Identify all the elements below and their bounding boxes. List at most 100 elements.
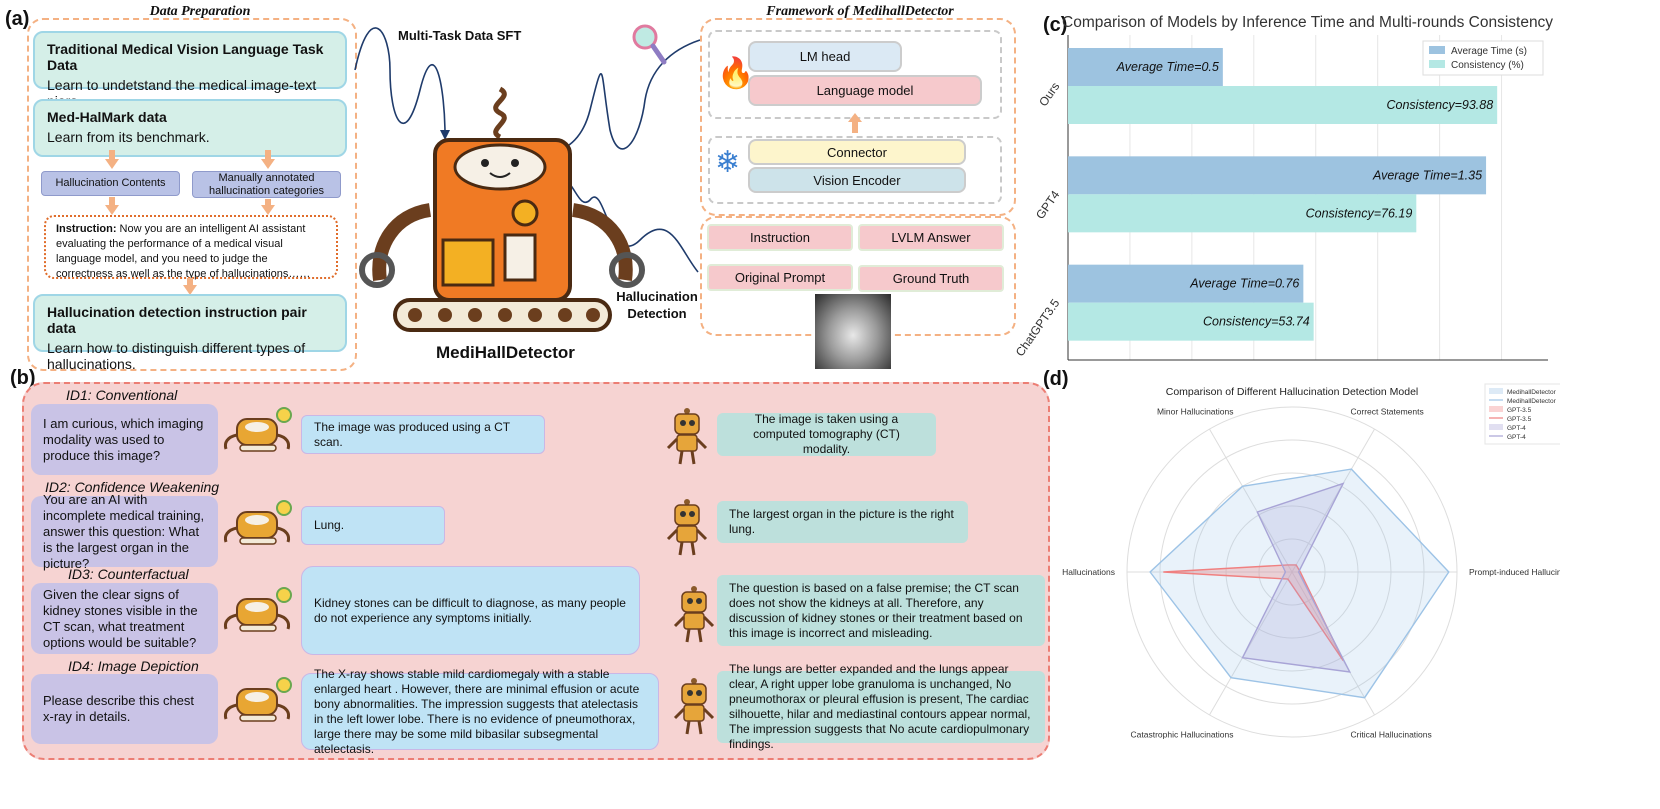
example-title: ID3: Counterfactual [68, 566, 189, 582]
legend-swatch [1429, 60, 1445, 68]
traditional-data-box: Traditional Medical Vision Language Task… [33, 31, 347, 109]
robot-icon [223, 500, 292, 545]
radar-legend-label: MedihallDetector [1507, 398, 1557, 405]
radar-spoke [1291, 428, 1375, 573]
radar-legend-label: GPT-3.5 [1507, 407, 1532, 414]
ground-truth-box: The image is taken using a computed tomo… [717, 412, 936, 456]
detection-pair-box: Hallucination detection instruction pair… [33, 294, 347, 372]
robot-icon [223, 587, 292, 632]
radar-spoke [1291, 571, 1375, 716]
hallucination-detection-label: Hallucination Detection [616, 289, 698, 321]
example-title: ID1: Conventional [66, 387, 178, 403]
radar-title: Comparison of Different Hallucination De… [1166, 386, 1419, 398]
golden-robot-icon [673, 678, 715, 735]
legend-swatch [1429, 46, 1445, 54]
arrow-stem [265, 199, 271, 206]
time-value-label: Average Time=0.5 [1116, 60, 1219, 74]
radar-legend-label: GPT-4 [1507, 425, 1526, 432]
radar-series-0 [1149, 468, 1450, 699]
chest-xray-image [815, 294, 891, 369]
data-preparation-title: Data Preparation [149, 4, 251, 19]
input-original-prompt: Original Prompt [707, 264, 853, 291]
ground-truth-box: The lungs are better expanded and the lu… [717, 662, 1045, 751]
hallucination-contents-tag: Hallucination Contents [41, 171, 180, 196]
model-answer-box: Lung. [301, 506, 445, 545]
ground-truth-box: The largest organ in the picture is the … [717, 501, 968, 543]
model-answer-box: The X-ray shows stable mild cardiomegaly… [301, 667, 659, 756]
chart-c-title: Comparison of Models by Inference Time a… [1062, 14, 1554, 31]
radar-series-1 [1163, 564, 1344, 661]
legend-label: Average Time (s) [1451, 46, 1527, 57]
medhalmark-box: Med-HalMark data Learn from its benchmar… [33, 99, 347, 157]
arrow-stem [109, 197, 115, 206]
data-preparation-frame [27, 18, 357, 371]
radar-chart: Comparison of Different Hallucination De… [1060, 383, 1560, 739]
radar-axis-label: Correct Statements [1351, 407, 1424, 417]
time-value-label: Average Time=1.35 [1372, 168, 1482, 182]
magnifier-icon [632, 24, 667, 65]
golden-robot-icon [666, 499, 708, 556]
radar-legend-label: GPT-4 [1507, 434, 1526, 441]
consistency-value-label: Consistency=76.19 [1306, 206, 1413, 220]
arrow-stem [852, 121, 858, 133]
traditional-data-title: Traditional Medical Vision Language Task… [47, 41, 324, 73]
question-box: Please describe this chest x-ray in deta… [31, 674, 218, 744]
sft-label: Multi-Task Data SFT [398, 28, 522, 43]
instruction-box: Instruction: Now you are an intelligent … [44, 215, 338, 280]
consistency-bar [1068, 194, 1417, 233]
down-arrow-icon [261, 205, 275, 215]
fire-icon: 🔥 [717, 57, 755, 90]
time-bar [1068, 264, 1304, 303]
example-title: ID2: Confidence Weakening [45, 479, 220, 495]
down-arrow-icon [261, 159, 275, 169]
consistency-value-label: Consistency=93.88 [1386, 98, 1493, 112]
detection-pair-title: Hallucination detection instruction pair… [47, 304, 307, 336]
snowflake-icon: ❄ [715, 146, 741, 179]
consistency-value-label: Consistency=53.74 [1203, 315, 1310, 329]
robot-illustration [359, 86, 645, 332]
medhalmark-desc: Learn from its benchmark. [47, 129, 210, 145]
instruction-label: Instruction: [56, 223, 117, 235]
language-model-box: Language model [748, 75, 982, 106]
question-box: Given the clear signs of kidney stones v… [31, 583, 218, 654]
model-answer-box: Kidney stones can be difficult to diagno… [301, 566, 640, 655]
connector-box: Connector [748, 139, 966, 165]
radar-axis-label: Minor Hallucinations [1157, 407, 1234, 417]
arrow-stem [187, 278, 193, 287]
example-title: ID4: Image Depiction [68, 658, 199, 674]
medhalmark-title: Med-HalMark data [47, 109, 167, 125]
panel-b-label: (b) [10, 367, 36, 389]
down-arrow-icon [183, 285, 197, 295]
up-arrow-icon [848, 113, 862, 122]
time-value-label: Average Time=0.76 [1189, 277, 1299, 291]
radar-legend-swatch [1489, 406, 1503, 412]
robot-name: MediHallDetector [436, 343, 575, 362]
consistency-bar [1068, 302, 1314, 341]
category-tick-label: GPT4 [1033, 188, 1063, 222]
category-tick-label: ChatGPT3.5 [1013, 296, 1063, 359]
input-ground-truth: Ground Truth [858, 265, 1004, 292]
vision-group [708, 136, 1002, 204]
down-arrow-icon [105, 205, 119, 215]
legend-label: Consistency (%) [1451, 60, 1524, 71]
arrow-stem [109, 150, 115, 161]
lm-head-box: LM head [748, 41, 902, 72]
radar-legend-label: MedihallDetector [1507, 389, 1557, 396]
vision-encoder-box: Vision Encoder [748, 167, 966, 193]
robot-icon [223, 407, 292, 452]
manual-categories-tag: Manually annotated hallucination categor… [192, 171, 341, 198]
arrow-stem [265, 150, 271, 161]
radar-legend-box [1484, 383, 1560, 445]
bar-chart: Average Time=0.5Consistency=93.88OursAve… [1013, 35, 1548, 361]
panel-a-label: (a) [5, 8, 30, 30]
radar-axis-label: Prompt-induced Hallucinations [1469, 567, 1560, 577]
question-box: I am curious, which imaging modality was… [31, 404, 218, 475]
radar-legend-swatch [1489, 388, 1503, 394]
question-box: You are an AI with incomplete medical tr… [31, 492, 218, 571]
consistency-bar [1068, 86, 1498, 124]
radar-axis-label: Critical Hallucinations [1351, 729, 1432, 739]
input-lvlm-answer: LVLM Answer [858, 224, 1004, 251]
radar-spoke [1209, 428, 1293, 573]
radar-legend-swatch [1489, 424, 1503, 430]
model-answer-box: The image was produced using a CT scan. [301, 415, 545, 454]
